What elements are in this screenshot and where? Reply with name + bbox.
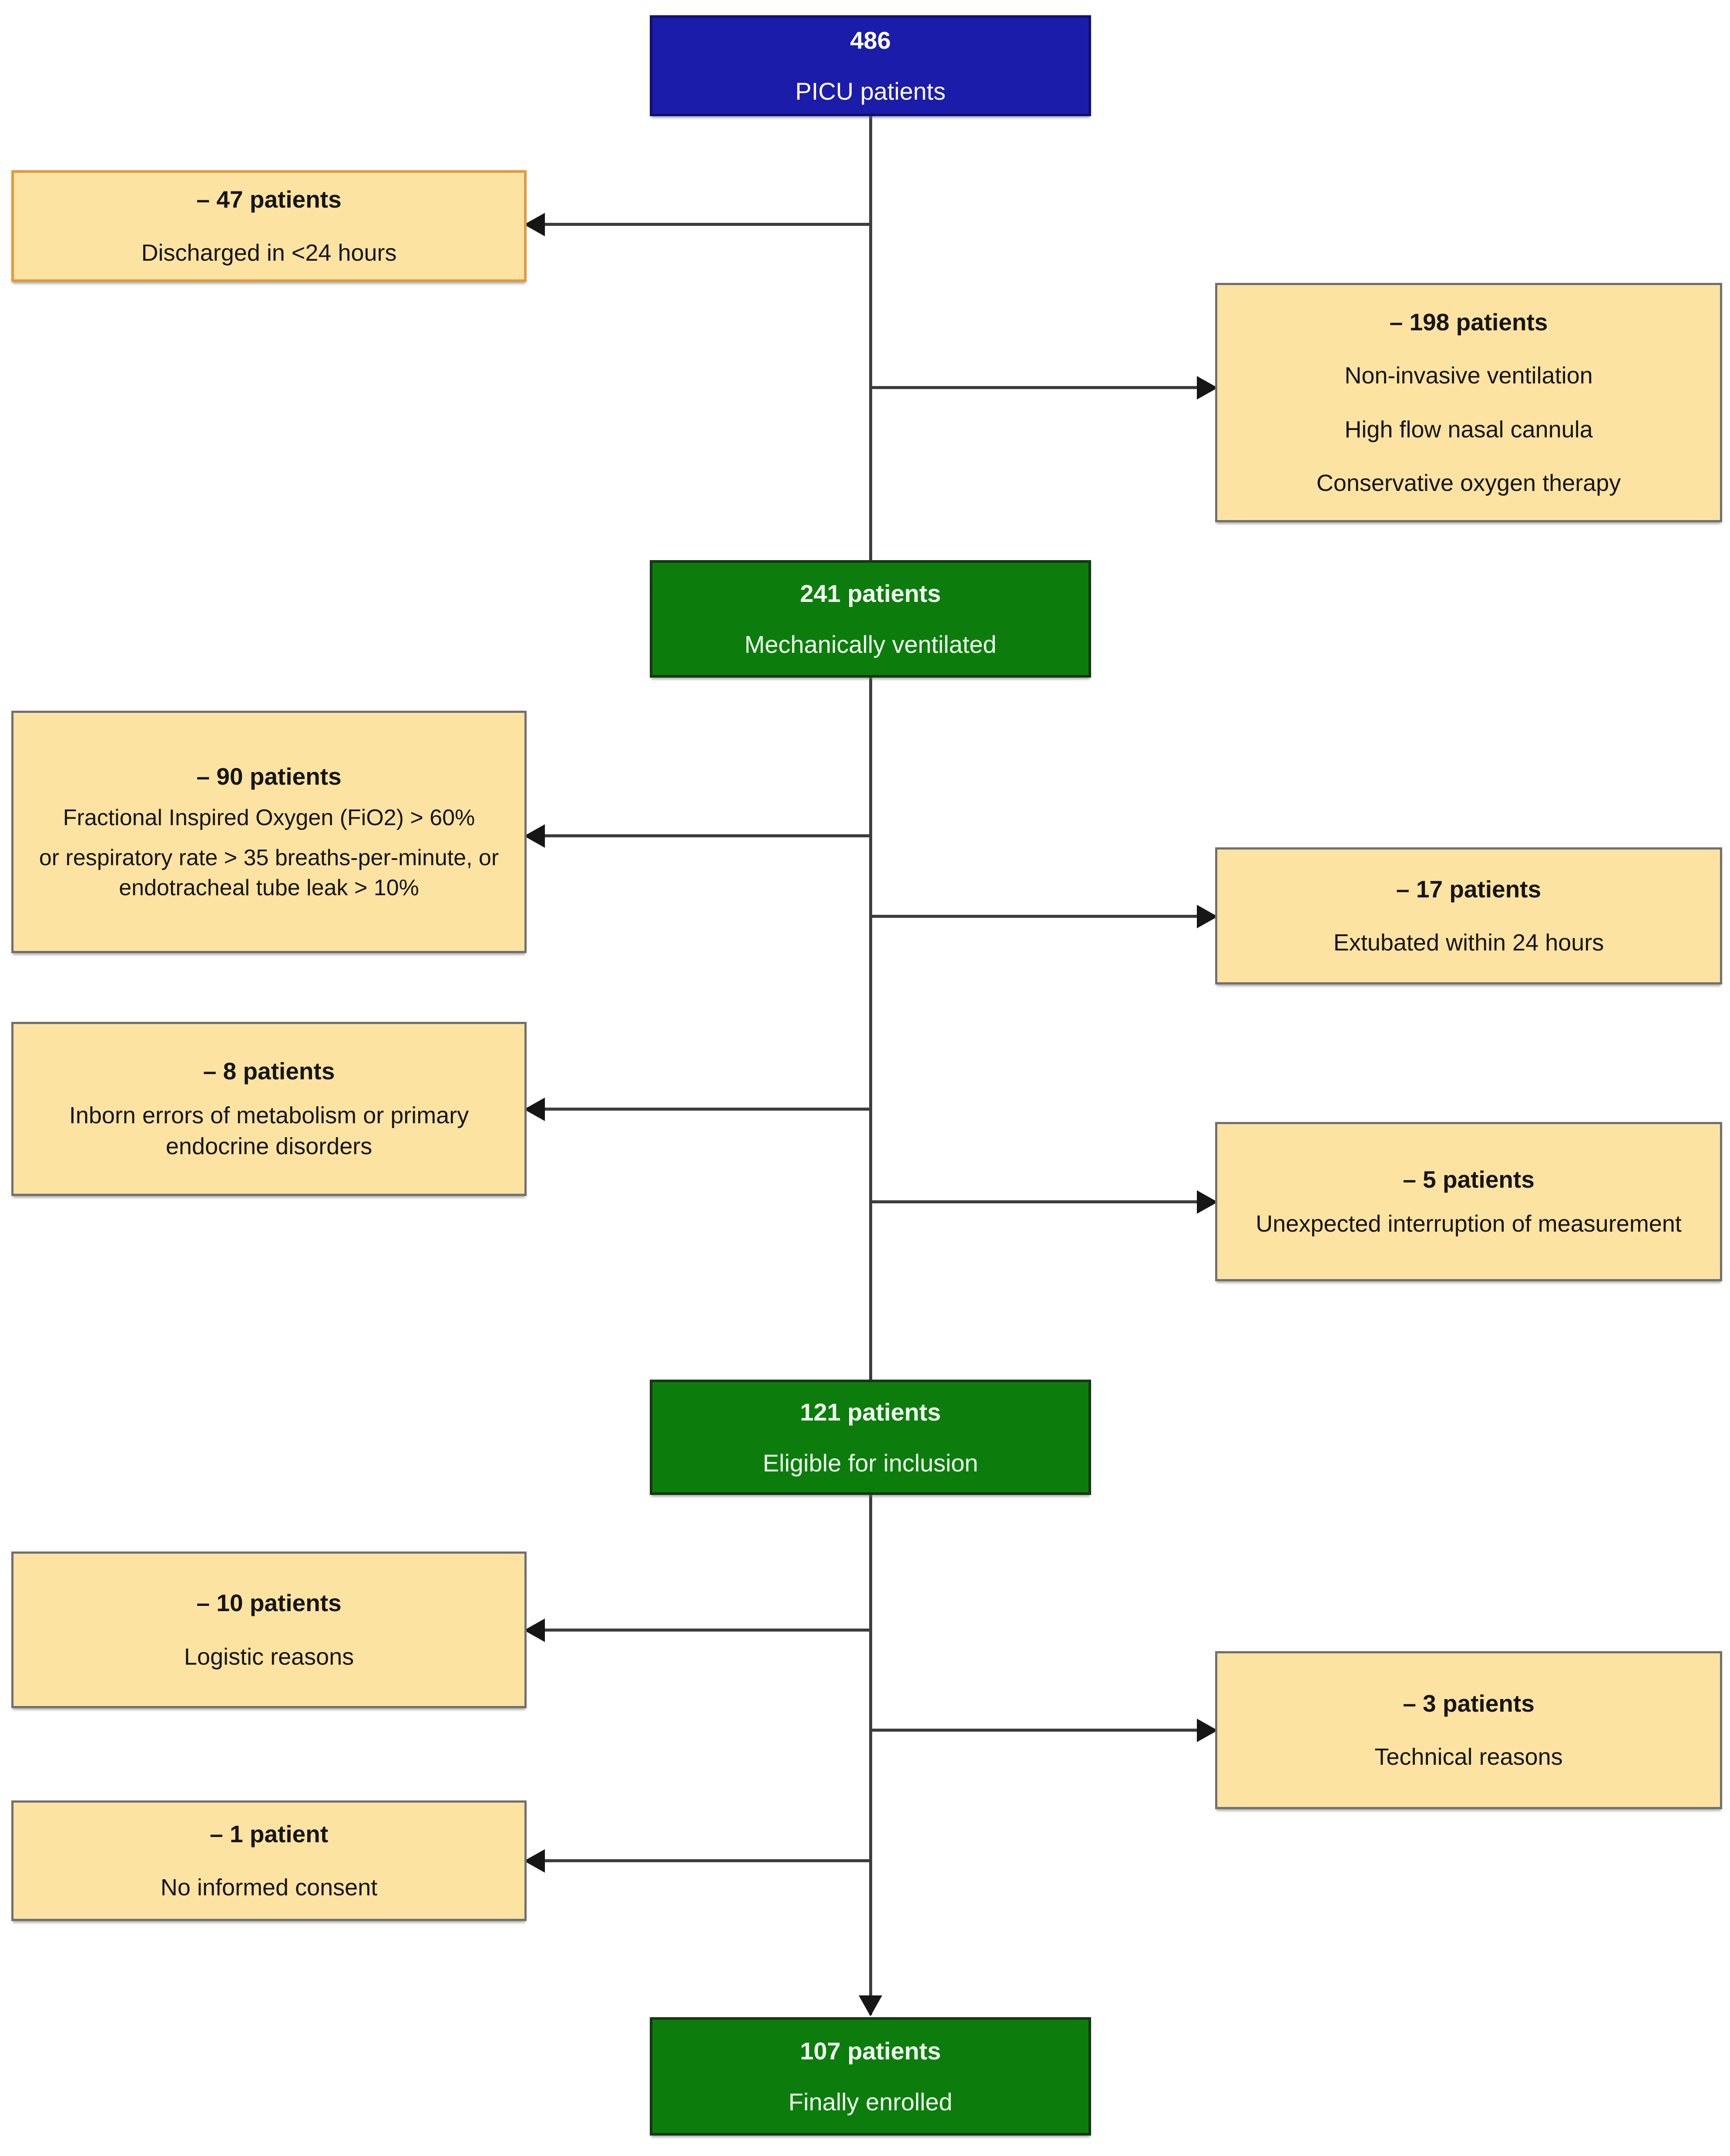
node-label: Eligible for inclusion <box>763 1449 978 1477</box>
node-count: 107 patients <box>800 2037 941 2065</box>
arrowhead-right-technical-icon <box>1197 1718 1218 1742</box>
node-reason: No informed consent <box>160 1874 378 1901</box>
node-count: – 90 patients <box>196 763 342 790</box>
arrowhead-left-logistic-icon <box>524 1618 545 1642</box>
arrowhead-left-consent-icon <box>524 1849 545 1873</box>
connector-branch-interruption <box>870 1190 1218 1214</box>
connector-branch-consent <box>524 1849 870 1873</box>
node-label: Finally enrolled <box>788 2088 953 2116</box>
node-technical-reasons: – 3 patients Technical reasons <box>1215 1651 1722 1809</box>
connector-branch-noninvasive <box>870 376 1218 400</box>
node-count: – 1 patient <box>209 1820 329 1847</box>
node-reason: Fractional Inspired Oxygen (FiO2) > 60% <box>63 805 475 830</box>
arrowhead-left-inborn-icon <box>524 1097 545 1121</box>
node-count: – 47 patients <box>196 185 342 213</box>
node-reason: Extubated within 24 hours <box>1333 930 1604 956</box>
node-reason: High flow nasal cannula <box>1344 416 1593 443</box>
node-reason: or respiratory rate > 35 breaths-per-min… <box>39 845 499 901</box>
node-count: – 198 patients <box>1389 308 1548 336</box>
connector-branch-inborn <box>524 1097 870 1121</box>
node-extubated-24h: – 17 patients Extubated within 24 hours <box>1215 847 1722 984</box>
node-label: Mechanically ventilated <box>744 631 997 658</box>
node-discharged-24h: – 47 patients Discharged in <24 hours <box>11 170 527 282</box>
node-measurement-interruption: – 5 patients Unexpected interruption of … <box>1215 1122 1722 1281</box>
node-inborn-errors: – 8 patients Inborn errors of metabolism… <box>11 1022 527 1196</box>
arrowhead-down-enrolled-icon <box>859 1995 882 2016</box>
arrowhead-left-fio2-icon <box>524 824 545 848</box>
arrowhead-right-noninvasive-icon <box>1197 376 1218 400</box>
node-count: – 17 patients <box>1396 875 1542 903</box>
connector-branch-logistic <box>524 1618 870 1642</box>
connector-eligible-to-enrolled <box>869 1495 872 2015</box>
arrowhead-left-discharged-icon <box>524 212 545 236</box>
connector-branch-technical <box>870 1718 1218 1742</box>
node-logistic-reasons: – 10 patients Logistic reasons <box>11 1552 527 1708</box>
node-reason: Non-invasive ventilation <box>1344 363 1593 389</box>
node-reason: Unexpected interruption of measurement <box>1256 1210 1682 1237</box>
connector-branch-fio2 <box>524 824 870 848</box>
connector-branch-extubated <box>870 904 1218 928</box>
node-noninvasive-support: – 198 patients Non-invasive ventilation … <box>1215 283 1722 522</box>
connector-picu-to-ventilated <box>869 116 872 560</box>
node-count: – 3 patients <box>1403 1689 1535 1717</box>
node-count: – 8 patients <box>203 1058 335 1085</box>
node-picu-patients: 486 PICU patients <box>650 15 1091 116</box>
node-reason: Discharged in <24 hours <box>141 240 397 266</box>
node-finally-enrolled: 107 patients Finally enrolled <box>650 2017 1091 2136</box>
node-count: – 10 patients <box>196 1589 342 1617</box>
node-eligible-for-inclusion: 121 patients Eligible for inclusion <box>650 1380 1091 1495</box>
node-count: 241 patients <box>800 580 941 607</box>
node-count: 486 <box>850 27 891 54</box>
node-reason: Logistic reasons <box>184 1643 354 1670</box>
arrowhead-right-extubated-icon <box>1197 904 1218 928</box>
node-mechanically-ventilated: 241 patients Mechanically ventilated <box>650 560 1091 678</box>
connector-ventilated-to-eligible <box>869 678 872 1380</box>
node-count: – 5 patients <box>1403 1166 1535 1193</box>
node-no-informed-consent: – 1 patient No informed consent <box>11 1800 527 1921</box>
node-reason: Technical reasons <box>1374 1744 1563 1770</box>
node-count: 121 patients <box>800 1398 941 1426</box>
connector-branch-discharged <box>524 212 870 236</box>
node-label: PICU patients <box>795 77 946 105</box>
node-reason: Conservative oxygen therapy <box>1316 470 1621 496</box>
node-reason: Inborn errors of metabolism or primary e… <box>69 1102 469 1160</box>
arrowhead-right-interruption-icon <box>1197 1190 1218 1214</box>
node-fio2-criteria: – 90 patients Fractional Inspired Oxygen… <box>11 711 527 953</box>
